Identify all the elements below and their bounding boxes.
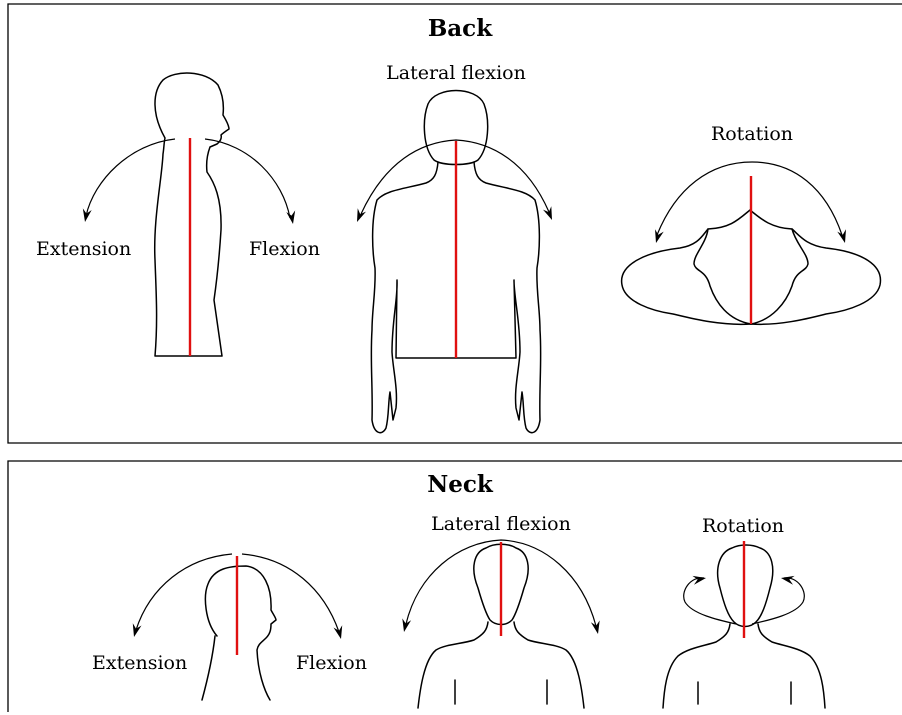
rotation-left-arrow — [652, 229, 664, 244]
neck-extension-label: Extension — [92, 652, 187, 674]
back-extension-label: Extension — [36, 238, 131, 260]
back-front-view: Lateral flexion — [353, 62, 556, 433]
back-panel: Back Extension Flexion Lateral flexion R… — [8, 4, 902, 443]
rotation-right-arrow — [837, 229, 849, 244]
back-rotation-label: Rotation — [711, 123, 793, 145]
back-top-view: Rotation — [622, 123, 881, 324]
back-top-arc — [657, 162, 842, 235]
back-panel-title: Back — [428, 15, 493, 42]
lateral-flexion-right-arrow — [543, 206, 556, 221]
neck-rotation-arm-lines — [698, 682, 791, 704]
neck-flexion-label: Flexion — [296, 652, 367, 674]
neck-rotation-head — [718, 545, 773, 627]
extension-arrow — [81, 208, 92, 222]
neck-side-view: Extension Flexion — [92, 554, 367, 700]
neck-lateral-flexion-label: Lateral flexion — [431, 513, 571, 535]
back-side-view: Extension Flexion — [36, 73, 320, 356]
neck-panel: Neck Extension Flexion Lateral flexion R… — [8, 461, 902, 712]
neck-lateral-right-arrow — [591, 620, 603, 635]
neck-lateral-left-arrow — [400, 618, 412, 633]
flexion-arrow — [286, 210, 297, 224]
neck-extension-arrow — [130, 623, 142, 638]
neck-panel-frame — [8, 461, 902, 712]
neck-rotation-label: Rotation — [702, 515, 784, 537]
neck-side-figure — [202, 566, 276, 700]
neck-front-view: Lateral flexion — [400, 513, 603, 708]
neck-top-view: Rotation — [663, 515, 825, 708]
back-lateral-flexion-label: Lateral flexion — [386, 62, 526, 84]
back-side-figure — [155, 73, 229, 356]
neck-panel-title: Neck — [427, 471, 494, 498]
back-side-arc — [86, 139, 290, 218]
neck-front-arm-lines — [455, 680, 547, 704]
back-flexion-label: Flexion — [249, 238, 320, 260]
neck-flexion-arrow — [333, 625, 345, 640]
lateral-flexion-left-arrow — [353, 208, 366, 223]
